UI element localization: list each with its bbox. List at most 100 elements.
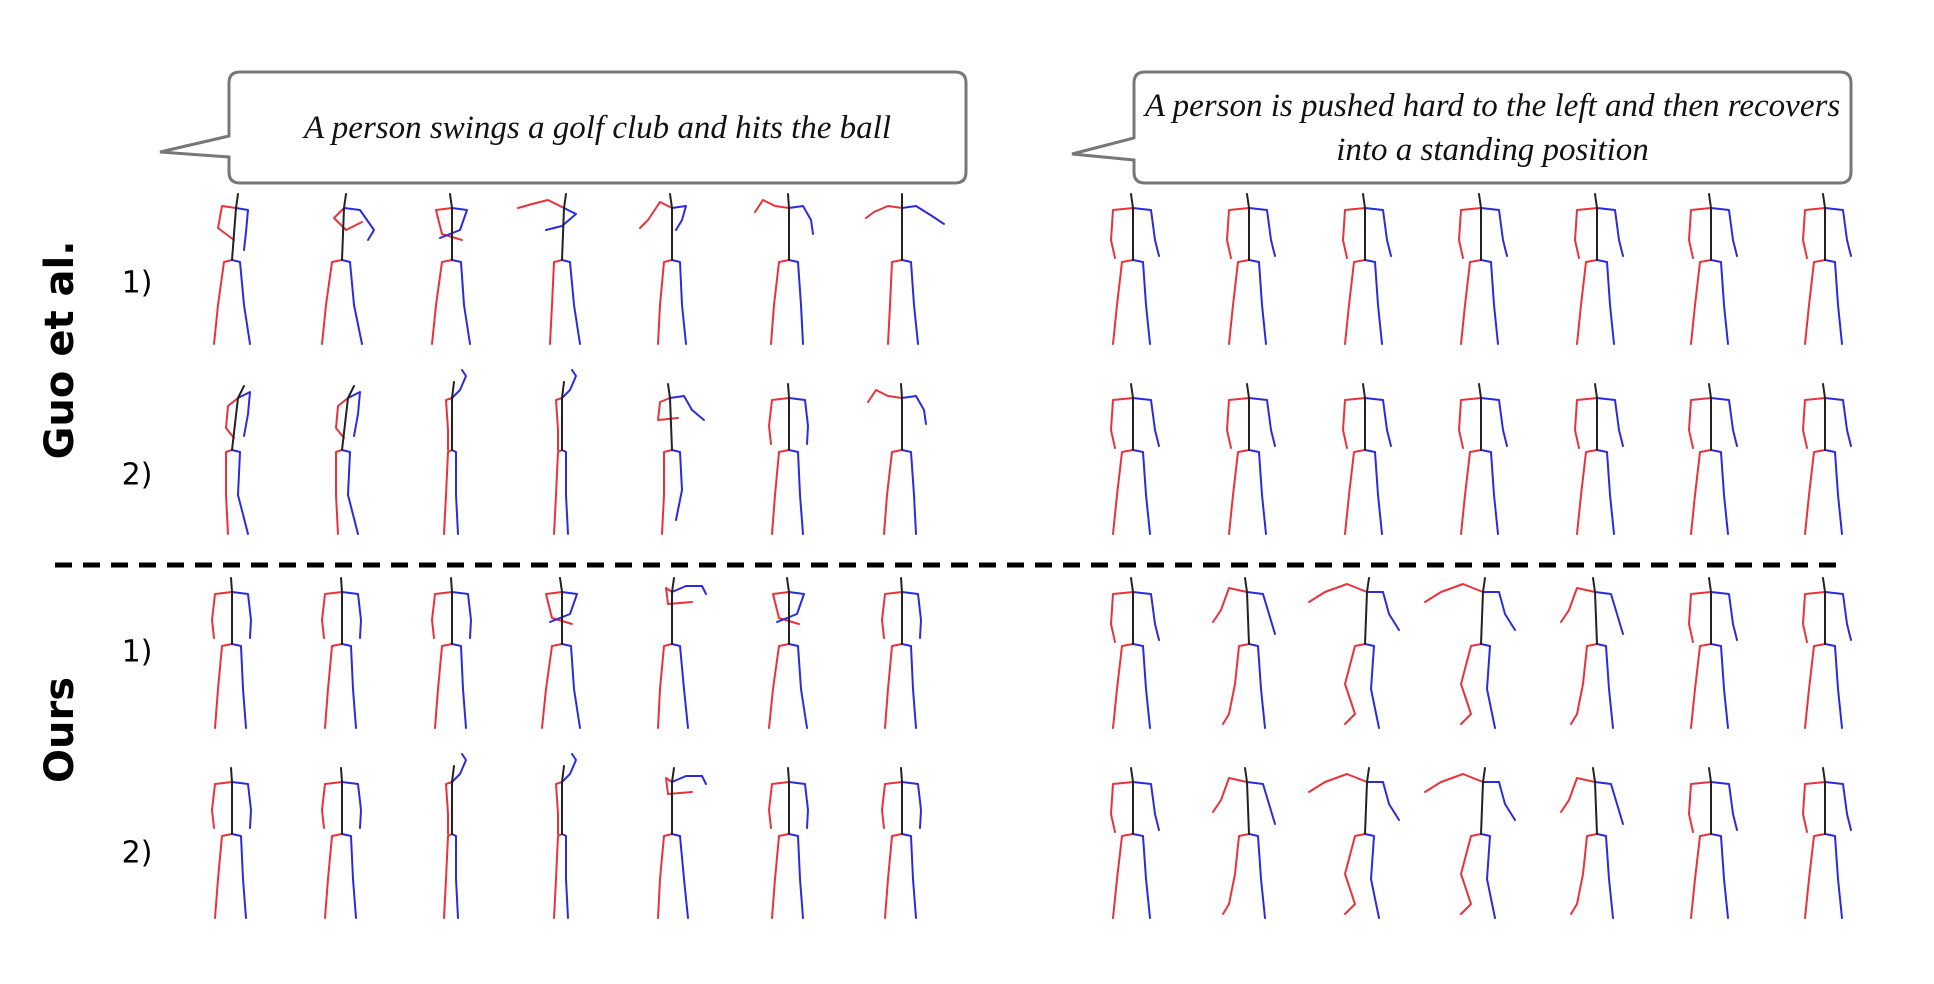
stick-figure-golf-ours_2-4 [553,753,577,919]
left-limb [431,591,453,639]
left-limb [324,833,343,919]
stick-figure-push-guo_1-3 [1342,193,1392,345]
left-limb [335,449,343,535]
stick-figure-push-ours_1-5 [1560,577,1624,729]
spine [340,577,343,645]
left-limb [1226,207,1250,259]
left-limb [1802,397,1826,449]
spine [667,383,673,451]
right-limb [901,395,927,425]
left-limb [225,449,233,535]
left-limb [553,833,563,919]
left-limb [1804,449,1826,535]
spine [1708,767,1712,835]
right-limb [347,391,361,437]
spine [1246,383,1250,451]
stick-figure-push-ours_2-5 [1560,767,1624,919]
right-limb [1710,643,1729,729]
left-limb [665,587,693,605]
left-limb [434,643,453,729]
left-limb [1574,207,1598,259]
left-limb [211,591,233,639]
right-limb [1248,643,1266,729]
left-limb [1458,397,1482,449]
left-limb [1460,449,1482,535]
right-limb [235,207,249,251]
spine [231,385,245,451]
right-limb [1710,259,1729,345]
right-limb [1594,781,1624,825]
right-limb [1824,207,1852,257]
right-limb [1824,591,1852,641]
right-limb [1480,449,1499,535]
right-limb [231,449,249,535]
left-limb [657,833,673,919]
stick-figure-golf-guo_2-7 [867,383,927,535]
right-limb [1248,833,1266,919]
right-limb [231,833,247,919]
right-limb [341,259,363,345]
spine [1478,383,1482,451]
stick-figure-golf-ours_2-6 [768,767,809,919]
left-limb [1212,777,1248,813]
right-limb [237,391,251,437]
left-limb [1112,643,1134,729]
left-limb [541,643,563,729]
right-limb [1364,259,1383,345]
spine [786,577,790,645]
left-limb [1570,643,1598,725]
right-limb [341,833,357,919]
stick-figure-golf-ours_2-7 [881,767,922,919]
left-limb [1690,449,1712,535]
left-limb [887,259,903,345]
right-limb [1824,781,1852,831]
left-limb [1460,833,1482,915]
left-limb [1804,259,1826,345]
left-limb [321,781,343,829]
caption-right: A person is pushed hard to the left and … [1144,88,1841,168]
stick-figure-golf-ours_1-3 [431,577,472,729]
stick-figure-push-ours_1-4 [1424,577,1516,729]
spine [1478,193,1482,261]
right-limb [231,781,252,829]
right-limb [1824,397,1852,447]
stick-figure-push-ours_2-1 [1110,767,1160,919]
spine [449,193,453,261]
right-limb [561,449,569,535]
left-limb [1228,259,1250,345]
left-limb [881,591,903,639]
right-limb [1248,259,1267,345]
spine [1822,383,1826,451]
right-limb [1364,397,1392,447]
stick-figure-golf-ours_2-5 [657,767,707,919]
stick-figure-push-ours_1-1 [1110,577,1160,729]
spine [1130,383,1134,451]
group-label-ours: Ours [37,676,83,784]
right-limb [901,643,917,729]
left-limb [754,199,790,213]
right-limb [1364,643,1380,729]
stick-figure-golf-guo_1-6 [754,193,814,345]
stick-figure-push-ours_2-6 [1688,767,1738,919]
stick-figure-push-guo_1-6 [1688,193,1738,345]
left-limb [443,449,453,535]
right-limb [901,781,922,829]
spine [1362,383,1366,451]
right-limb [1596,397,1624,447]
left-limb [1110,781,1134,833]
right-limb [1594,591,1624,635]
spine [1594,383,1598,451]
left-limb [1690,259,1712,345]
left-limb [443,833,453,919]
stick-figure-golf-ours_2-3 [443,753,467,919]
right-limb [1364,207,1392,257]
right-limb [901,591,922,639]
stick-figure-push-guo_1-7 [1802,193,1852,345]
spine [341,193,347,261]
left-limb [1576,449,1598,535]
left-limb [881,781,903,829]
right-limb [231,259,251,345]
left-limb [1570,833,1598,915]
right-limb [343,207,375,241]
stick-figure-push-ours_1-6 [1688,577,1738,729]
